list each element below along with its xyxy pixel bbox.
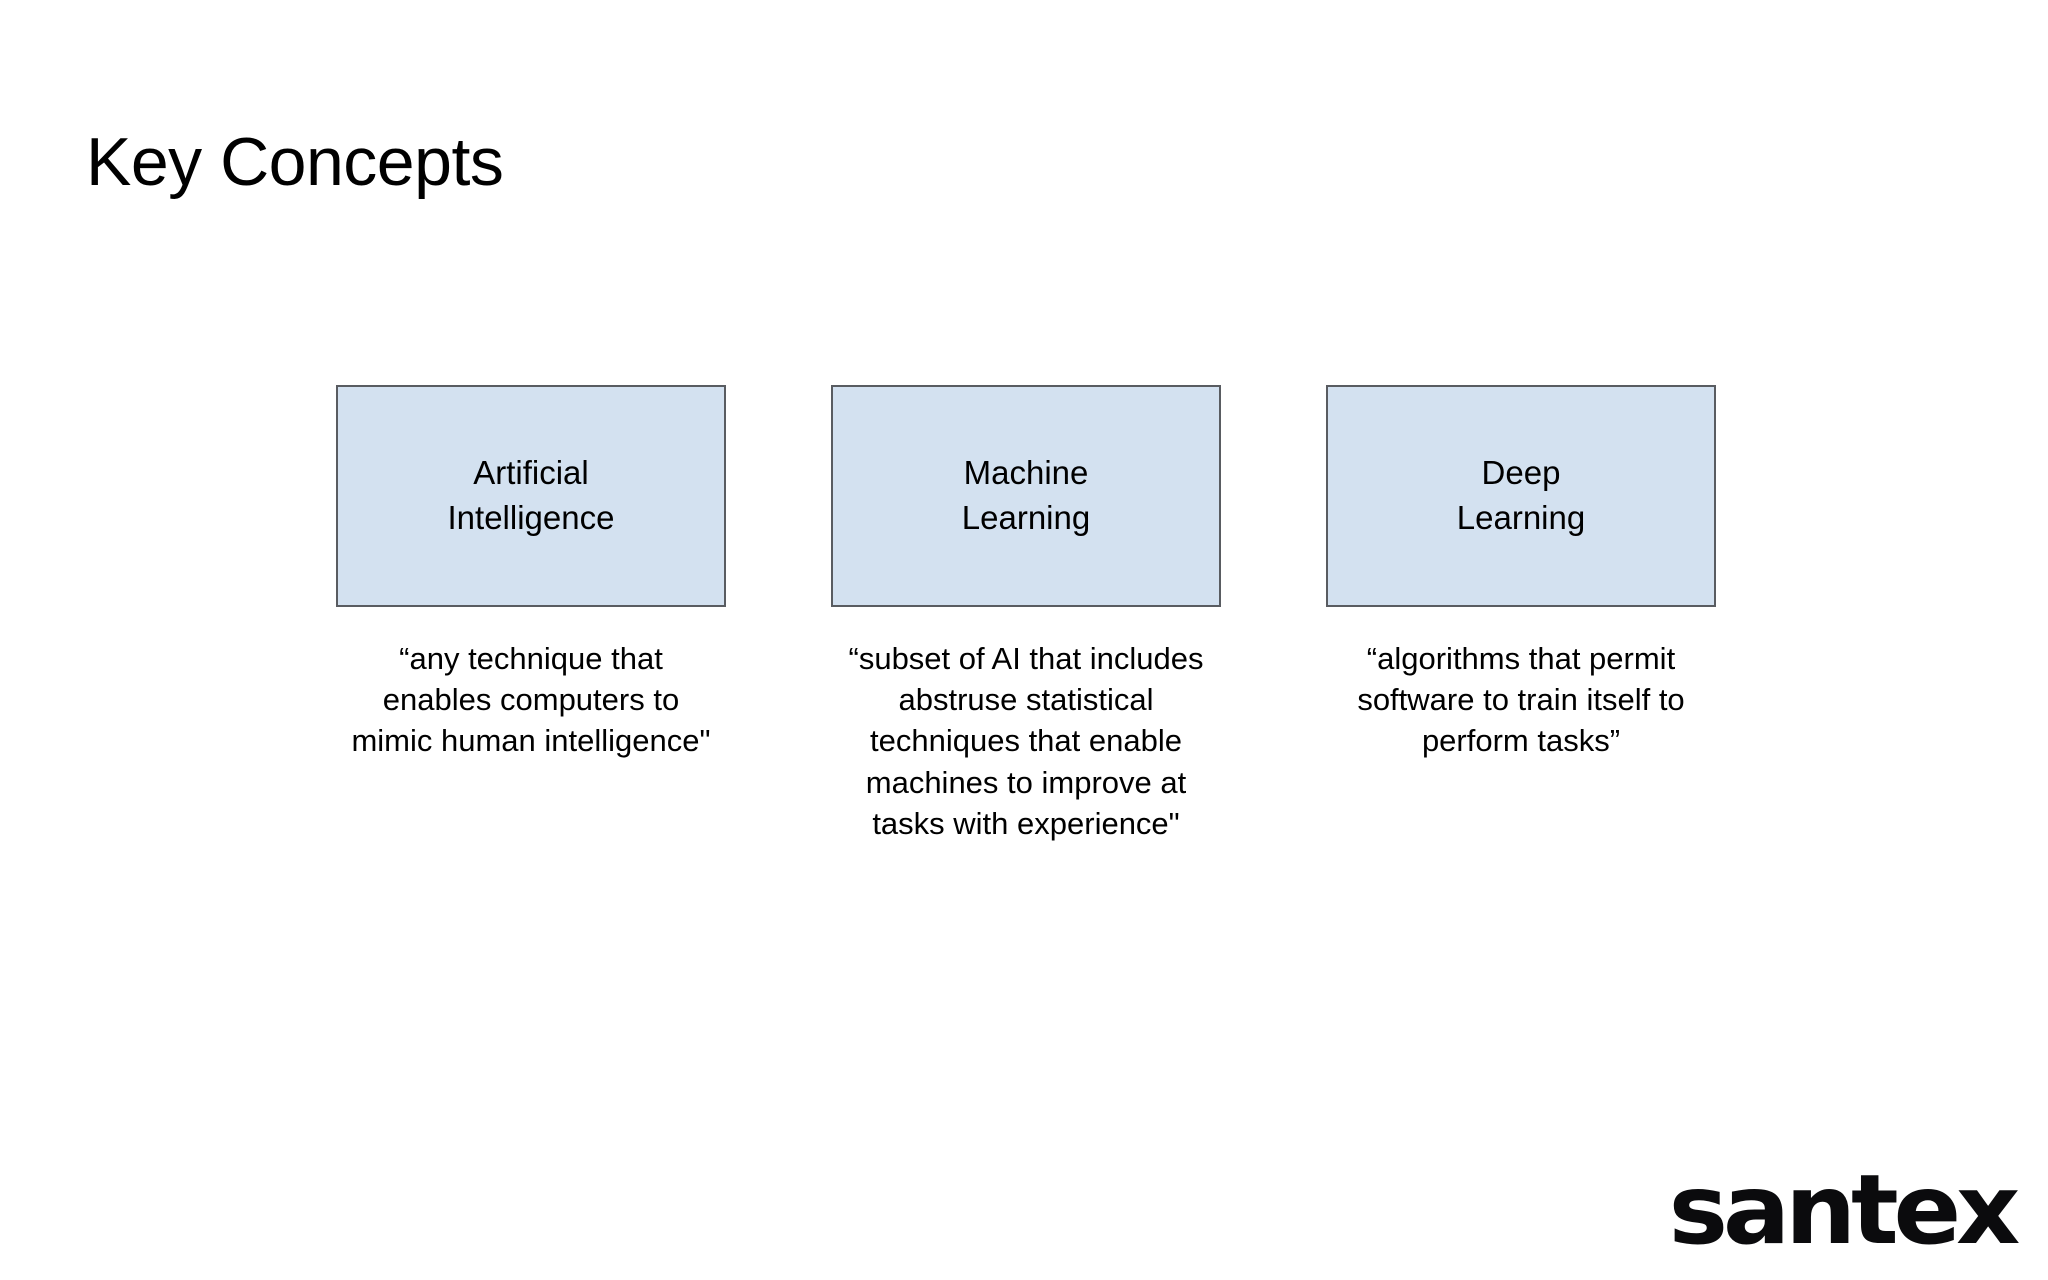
concept-caption: “algorithms that permit software to trai…: [1357, 641, 1685, 759]
concept-box-artificial-intelligence: Artificial Intelligence: [336, 385, 726, 607]
concept-caption: “subset of AI that includes abstruse sta…: [848, 641, 1204, 841]
concept-box-deep-learning: Deep Learning: [1326, 385, 1716, 607]
santex-logo: santex: [1668, 1154, 2020, 1266]
page-title: Key Concepts: [86, 124, 504, 200]
concept-box-label: Machine Learning: [961, 454, 1091, 536]
concept-box-label: Artificial Intelligence: [447, 454, 615, 536]
concept-box-machine-learning: Machine Learning: [831, 385, 1221, 607]
concept-box-label: Deep Learning: [1456, 454, 1586, 536]
concept-column-machine-learning: Machine Learning “subset of AI that incl…: [831, 385, 1221, 844]
concept-column-artificial-intelligence: Artificial Intelligence “any technique t…: [336, 385, 726, 762]
concept-column-deep-learning: Deep Learning “algorithms that permit so…: [1326, 385, 1716, 762]
concept-caption: “any technique that enables computers to…: [351, 641, 711, 759]
